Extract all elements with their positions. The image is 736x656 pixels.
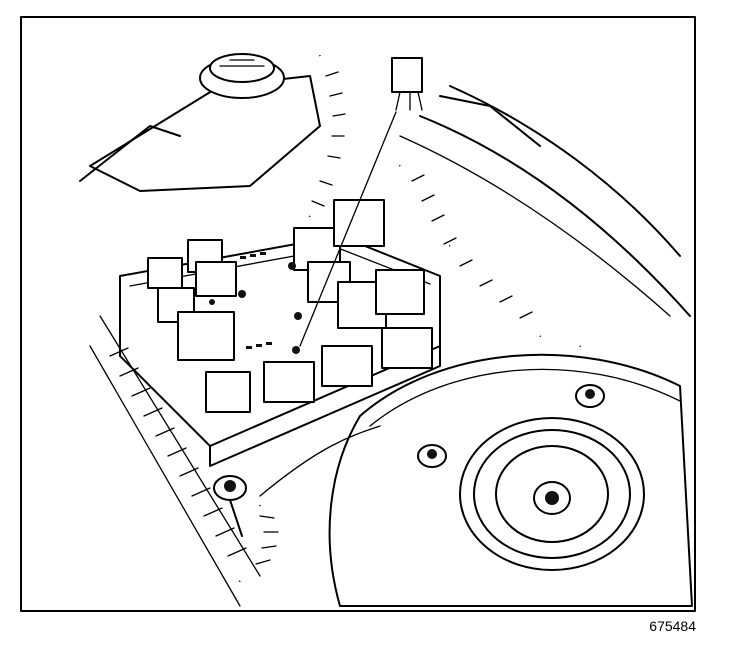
connector-plug	[391, 57, 423, 93]
wiring-harness	[234, 53, 584, 586]
relay	[147, 257, 183, 289]
engine-compartment-illustration	[20, 16, 696, 612]
test-connector	[299, 57, 423, 347]
fender-outline	[399, 85, 691, 317]
connector	[263, 361, 315, 403]
relay-group	[147, 199, 433, 413]
connector	[321, 345, 373, 387]
mount-stud	[417, 444, 447, 468]
connector	[381, 327, 433, 369]
illustration-frame	[20, 16, 696, 612]
relay	[375, 269, 425, 315]
mount-stud	[575, 384, 605, 408]
bracket-bolt	[213, 475, 247, 537]
relay	[333, 199, 385, 247]
relay	[177, 311, 235, 361]
reservoir	[79, 53, 321, 192]
grille-slats	[89, 315, 261, 607]
frame-border	[20, 16, 696, 612]
strut-tower	[213, 353, 693, 607]
relay-center	[119, 199, 441, 467]
relay	[195, 261, 237, 297]
connector	[205, 371, 251, 413]
figure-id: 675484	[649, 618, 696, 634]
